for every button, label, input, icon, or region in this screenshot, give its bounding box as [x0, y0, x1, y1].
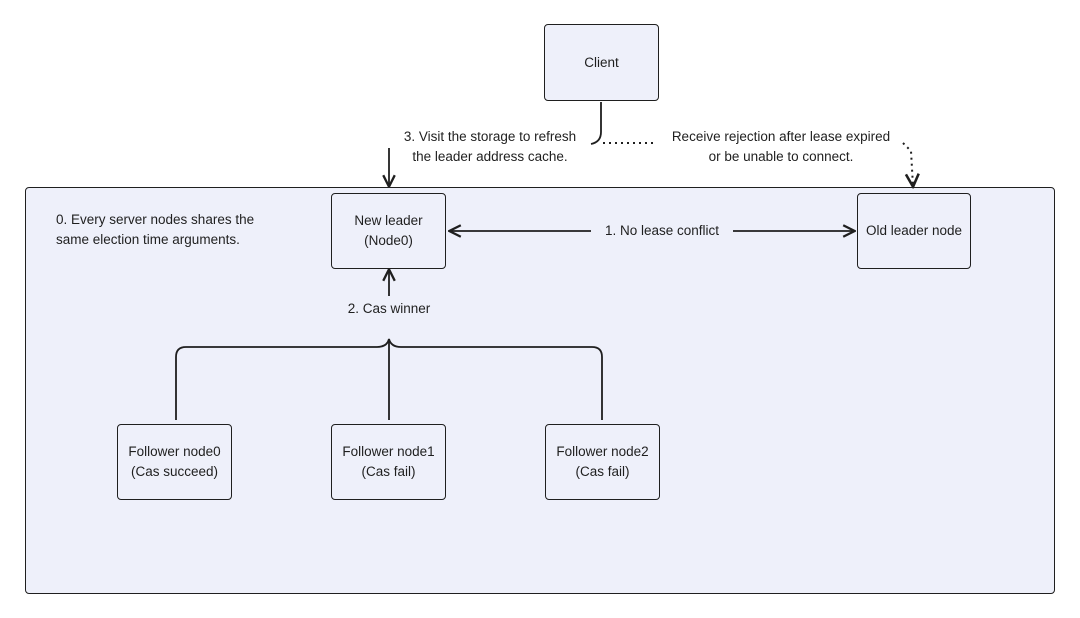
follower-node0: Follower node0 (Cas succeed) [117, 424, 232, 500]
follower-node0-label: Follower node0 [128, 444, 221, 459]
old-leader-node: Old leader node [857, 193, 971, 269]
follower-node1: Follower node1 (Cas fail) [331, 424, 446, 500]
step0-line1: 0. Every server nodes shares the [56, 212, 255, 227]
step0-note: 0. Every server nodes shares the same el… [56, 210, 254, 250]
rejection-note: Receive rejection after lease expired or… [660, 127, 902, 167]
step0-line2: same election time arguments. [56, 232, 240, 247]
follower-node1-label: Follower node1 [342, 444, 435, 459]
step3-line1: 3. Visit the storage to refresh [403, 129, 577, 144]
follower-node0-status: (Cas succeed) [130, 464, 219, 479]
follower-node2-label: Follower node2 [556, 444, 649, 459]
rejection-dotted-arrow [902, 142, 913, 186]
new-leader-label: New leader [354, 213, 423, 228]
step3-line2: the leader address cache. [412, 149, 568, 164]
new-leader-node: New leader (Node0) [331, 193, 446, 269]
step2-label: 2. Cas winner [338, 299, 440, 319]
client-label: Client [584, 54, 619, 70]
rejection-line2: or be unable to connect. [708, 149, 854, 164]
new-leader-id: (Node0) [364, 233, 413, 248]
follower-node2: Follower node2 (Cas fail) [545, 424, 660, 500]
client-to-leader-connector [590, 102, 602, 145]
rejection-line1: Receive rejection after lease expired [671, 129, 891, 144]
follower-node2-status: (Cas fail) [575, 464, 630, 479]
client-node: Client [544, 24, 659, 101]
follower-node1-status: (Cas fail) [361, 464, 416, 479]
step3-note: 3. Visit the storage to refresh the lead… [398, 127, 582, 167]
old-leader-label: Old leader node [865, 223, 963, 238]
step1-label: 1. No lease conflict [595, 221, 729, 241]
